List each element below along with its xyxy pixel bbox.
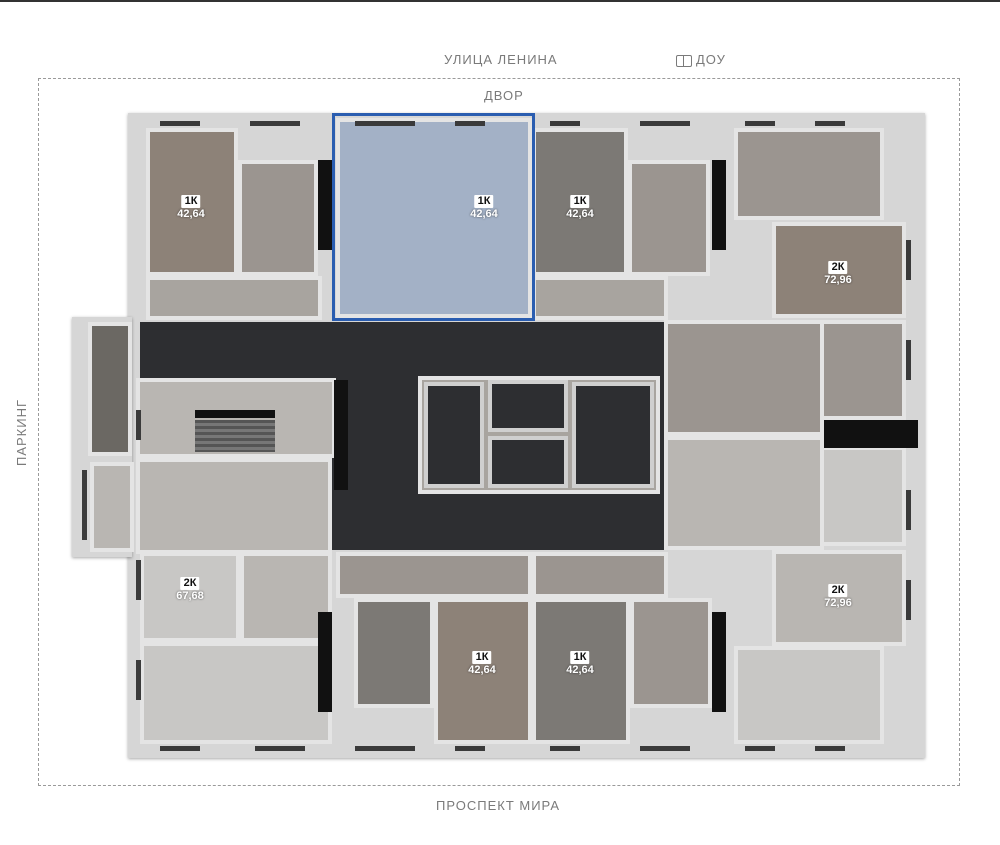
apartment-type: 1К <box>570 651 590 664</box>
window <box>745 121 775 126</box>
elevator-1 <box>488 380 568 432</box>
apt-top-1-kitchen <box>238 160 318 276</box>
apartment-area: 72,96 <box>824 274 852 286</box>
apartment-area: 42,64 <box>566 664 594 676</box>
core-lobby-left <box>424 382 484 488</box>
apartment-tag[interactable]: 1К 42,64 <box>566 648 594 676</box>
selected-apartment-outline[interactable] <box>332 113 535 321</box>
apt-ne-hall <box>664 320 824 436</box>
apartment-area: 42,64 <box>470 208 498 220</box>
parking-label: ПАРКИНГ <box>14 398 30 467</box>
apartment-tag[interactable]: 2К 72,96 <box>824 258 852 286</box>
balcony-stack <box>318 160 332 250</box>
apt-top-3-hall <box>532 276 668 320</box>
apt-ne-room[interactable] <box>772 222 906 318</box>
apt-bottom-1-kitchen <box>354 598 434 708</box>
window <box>815 746 845 751</box>
apt-bottom-1-room[interactable] <box>434 598 532 744</box>
apartment-area: 42,64 <box>177 208 205 220</box>
window <box>640 121 690 126</box>
apartment-type: 2К <box>828 584 848 597</box>
apt-bottom-2-hall <box>532 552 668 598</box>
apartment-type: 1К <box>570 195 590 208</box>
kindergarten-label: ДОУ <box>676 52 726 67</box>
apt-se-bedroom <box>734 646 884 744</box>
balcony-stack <box>712 160 726 250</box>
apt-bottom-2-room[interactable] <box>532 598 630 744</box>
west-annex-room <box>88 322 132 456</box>
apartment-type: 2К <box>180 577 200 590</box>
elevator-2 <box>488 436 568 488</box>
apartment-area: 42,64 <box>566 208 594 220</box>
apt-bottom-1-hall <box>336 552 532 598</box>
window <box>815 121 845 126</box>
apartment-type: 1К <box>181 195 201 208</box>
apartment-area: 72,96 <box>824 597 852 609</box>
top-border <box>0 0 1000 2</box>
core-lobby-right <box>572 382 654 488</box>
window <box>550 121 580 126</box>
window <box>250 121 300 126</box>
apt-east-bedroom <box>820 446 906 546</box>
stair-landing <box>195 410 275 418</box>
apt-sw-bedroom <box>140 642 332 744</box>
courtyard-label: ДВОР <box>484 88 524 103</box>
apt-ne-bedroom <box>820 320 906 420</box>
apartment-tag[interactable]: 1К 42,64 <box>566 192 594 220</box>
apartment-tag[interactable]: 1К 42,64 <box>468 648 496 676</box>
apt-sw-bath <box>240 552 332 642</box>
apt-bottom-2-kitchen <box>630 598 712 708</box>
window <box>82 470 87 540</box>
apt-top-2-room[interactable] <box>336 118 532 318</box>
west-balcony <box>90 462 134 552</box>
window <box>455 746 485 751</box>
site-boundary <box>38 78 960 786</box>
window <box>136 560 141 600</box>
window <box>160 121 200 126</box>
apt-east-hall <box>664 436 824 550</box>
window <box>355 121 415 126</box>
window <box>160 746 200 751</box>
window <box>906 340 911 380</box>
street-south-label: ПРОСПЕКТ МИРА <box>436 798 561 813</box>
shaft-stack <box>334 380 348 490</box>
apartment-type: 1К <box>474 195 494 208</box>
apt-top-3-kitchen <box>628 160 710 276</box>
apartment-tag[interactable]: 2К 67,68 <box>176 574 204 602</box>
apartment-tag-selected[interactable]: 1К 42,64 <box>470 192 498 220</box>
apt-top-1-room[interactable] <box>146 128 238 276</box>
apartment-area: 42,64 <box>468 664 496 676</box>
apt-ne-kitchen <box>734 128 884 220</box>
apt-sw-room[interactable] <box>140 552 240 642</box>
street-north-label: УЛИЦА ЛЕНИНА <box>444 52 558 67</box>
window <box>550 746 580 751</box>
book-icon <box>676 54 692 67</box>
window <box>745 746 775 751</box>
window <box>906 240 911 280</box>
apartment-area: 67,68 <box>176 590 204 602</box>
apartment-tag[interactable]: 2К 72,96 <box>824 581 852 609</box>
balcony-stack <box>824 420 918 448</box>
window <box>255 746 305 751</box>
kindergarten-text: ДОУ <box>696 52 726 67</box>
apt-west-hall <box>136 458 332 554</box>
window <box>906 490 911 530</box>
window <box>906 580 911 620</box>
balcony-stack <box>318 612 332 712</box>
balcony-stack <box>712 612 726 712</box>
apt-se-room[interactable] <box>772 550 906 646</box>
window <box>455 121 485 126</box>
apt-top-1-hall <box>146 276 322 320</box>
window <box>136 660 141 700</box>
window <box>355 746 415 751</box>
window <box>136 410 141 440</box>
staircase <box>195 420 275 452</box>
apartment-tag[interactable]: 1К 42,64 <box>177 192 205 220</box>
apartment-type: 1К <box>472 651 492 664</box>
apartment-type: 2К <box>828 261 848 274</box>
window <box>640 746 690 751</box>
